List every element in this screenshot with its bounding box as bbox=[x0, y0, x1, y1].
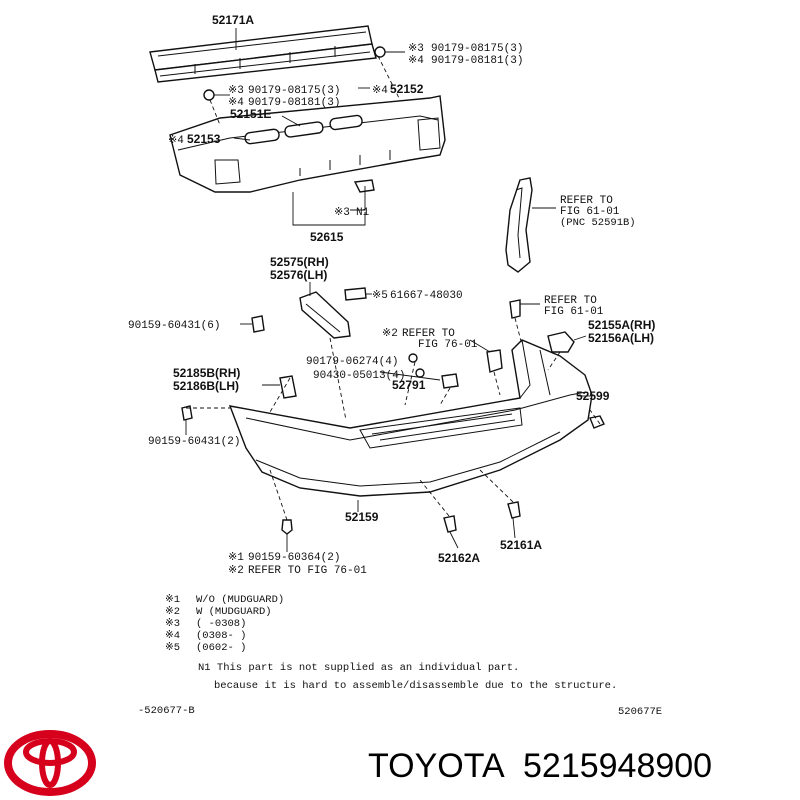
legend-mark: ※4 bbox=[165, 630, 180, 642]
label-52161a: 52161A bbox=[500, 538, 542, 552]
legend-mark: ※3 bbox=[165, 618, 180, 630]
label-52152: 52152 bbox=[390, 82, 424, 96]
bumper-cover-drawing bbox=[228, 339, 605, 497]
side-retainer-drawing bbox=[505, 177, 533, 273]
label-90179-08181: 90179-08181(3) bbox=[248, 97, 340, 109]
ref-mark-2: ※2 bbox=[228, 565, 244, 577]
label-52615: 52615 bbox=[310, 230, 344, 244]
label-52185b: 52185B(RH) bbox=[173, 366, 240, 380]
part-number: 5215948900 bbox=[523, 747, 712, 785]
ref-mark-3: ※3 bbox=[228, 85, 244, 97]
legend-text: W/O (MUDGUARD) bbox=[196, 594, 284, 606]
energy-absorber-drawing bbox=[169, 95, 446, 193]
ref-mark-2: ※2 bbox=[382, 328, 398, 340]
legend-mark: ※1 bbox=[165, 594, 180, 606]
label-90159-60431: 90159-60431(6) bbox=[128, 320, 220, 332]
ref-mark-4: ※4 bbox=[372, 85, 388, 97]
ref-mark-4: ※4 bbox=[228, 97, 244, 109]
label-52156a: 52156A(LH) bbox=[588, 331, 654, 345]
legend-mark: ※2 bbox=[165, 606, 180, 618]
leader-lines bbox=[185, 28, 601, 552]
footnote-legend: ※1 W/O (MUDGUARD) ※2 W (MUDGUARD) ※3 ( -… bbox=[165, 594, 617, 692]
label-90430-05013: 90430-05013(4) bbox=[313, 370, 405, 382]
legend-mark: ※5 bbox=[165, 642, 180, 654]
bracket-drawing bbox=[251, 287, 521, 339]
refer-to-label: REFER TO bbox=[402, 328, 455, 340]
label-52159: 52159 bbox=[345, 510, 379, 524]
side-mount-drawing bbox=[181, 331, 575, 421]
label-90179-08175: 90179-08175(3) bbox=[431, 43, 523, 55]
refer-fig-label: FIG 76-01 bbox=[418, 339, 478, 351]
legend-text: (0602- ) bbox=[196, 642, 246, 654]
diagram-code-left: -520677-B bbox=[138, 705, 195, 717]
ref-mark-3: ※3 bbox=[334, 207, 350, 219]
legend-text: W (MUDGUARD) bbox=[196, 606, 272, 618]
label-61667-48030: 61667-48030 bbox=[390, 290, 463, 302]
brand-name: TOYOTA bbox=[368, 747, 505, 785]
refer-to-label: REFER TO bbox=[544, 295, 597, 307]
refer-fig-label: FIG 61-01 bbox=[544, 306, 604, 318]
ref-mark-5: ※5 bbox=[372, 290, 388, 302]
refer-pnc-label: (PNC 52591B) bbox=[560, 217, 636, 229]
ref-mark-4: ※4 bbox=[168, 135, 184, 147]
ref-mark-1: ※1 bbox=[228, 552, 244, 564]
legend-text: (0308- ) bbox=[196, 630, 246, 642]
toyota-logo-icon bbox=[4, 730, 96, 796]
label-90179-06274: 90179-06274(4) bbox=[306, 356, 398, 368]
label-90179-08181: 90179-08181(3) bbox=[431, 55, 523, 67]
label-52186b: 52186B(LH) bbox=[173, 379, 239, 393]
note-n1-reason: because it is hard to assemble/disassemb… bbox=[214, 680, 617, 692]
label-52791: 52791 bbox=[392, 378, 426, 392]
label-52155a: 52155A(RH) bbox=[588, 318, 655, 332]
label-52162a: 52162A bbox=[438, 551, 480, 565]
label-52153: 52153 bbox=[187, 132, 221, 146]
label-90159-60431: 90159-60431(2) bbox=[148, 436, 240, 448]
label-52599: 52599 bbox=[576, 389, 610, 403]
note-n1: N1 This part is not supplied as an indiv… bbox=[198, 662, 519, 674]
part-labels: 52171A ※3 90179-08175(3) ※4 90179-08181(… bbox=[128, 13, 655, 577]
label-52171a: 52171A bbox=[212, 13, 254, 27]
diagram-code-right: 520677E bbox=[618, 706, 662, 718]
refer-fig-label: FIG 61-01 bbox=[560, 206, 620, 218]
ref-mark-4: ※4 bbox=[408, 55, 424, 67]
label-n1: N1 bbox=[356, 207, 370, 219]
refer-fig-label: REFER TO FIG 76-01 bbox=[248, 565, 367, 577]
bottom-fasteners-drawing bbox=[281, 501, 521, 535]
label-90159-60364: 90159-60364(2) bbox=[248, 552, 340, 564]
refer-to-label: REFER TO bbox=[560, 195, 613, 207]
label-52576: 52576(LH) bbox=[270, 268, 327, 282]
label-52151e: 52151E bbox=[230, 107, 271, 121]
label-90179-08175: 90179-08175(3) bbox=[248, 85, 340, 97]
ref-mark-3: ※3 bbox=[408, 43, 424, 55]
label-52575: 52575(RH) bbox=[270, 255, 329, 269]
legend-text: ( -0308) bbox=[196, 618, 246, 630]
